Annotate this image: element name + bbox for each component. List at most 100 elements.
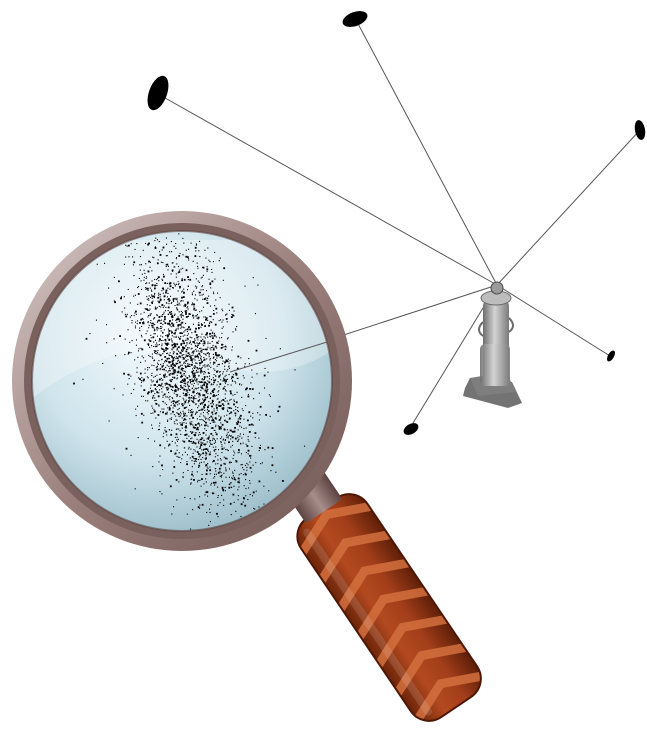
speckle bbox=[162, 391, 163, 392]
speckle bbox=[153, 409, 154, 410]
speckle bbox=[125, 245, 126, 246]
speckle bbox=[184, 279, 186, 281]
speckle bbox=[176, 337, 177, 338]
speckle bbox=[243, 469, 244, 470]
speckle bbox=[192, 352, 193, 353]
speckle bbox=[230, 412, 232, 414]
speckle bbox=[82, 379, 83, 380]
speckle bbox=[187, 338, 188, 339]
speckle bbox=[188, 327, 189, 328]
speckle bbox=[197, 263, 198, 264]
speckle bbox=[209, 417, 210, 418]
speckle bbox=[192, 355, 193, 356]
speckle bbox=[199, 256, 200, 257]
speckle bbox=[141, 280, 142, 281]
device-column-lower bbox=[480, 344, 510, 386]
speckle bbox=[159, 429, 160, 430]
speckle bbox=[155, 247, 157, 249]
speckle bbox=[160, 354, 162, 356]
speckle bbox=[218, 376, 219, 377]
speckle bbox=[253, 508, 254, 509]
speckle bbox=[161, 330, 162, 331]
speckle bbox=[207, 463, 208, 464]
speckle bbox=[172, 287, 173, 288]
speckle bbox=[162, 367, 163, 368]
speckle bbox=[210, 287, 211, 288]
speckle bbox=[219, 320, 220, 321]
speckle bbox=[165, 396, 166, 397]
speckle bbox=[193, 358, 194, 359]
speckle bbox=[209, 440, 210, 441]
speckle bbox=[212, 418, 213, 419]
speckle bbox=[173, 466, 175, 468]
speckle bbox=[148, 300, 149, 301]
speckle bbox=[221, 337, 222, 338]
speckle bbox=[202, 385, 203, 386]
speckle bbox=[151, 291, 152, 292]
speckle bbox=[177, 387, 178, 388]
speckle bbox=[204, 359, 206, 361]
speckle bbox=[243, 443, 244, 444]
speckle bbox=[224, 443, 225, 444]
speckle bbox=[190, 431, 191, 432]
speckle bbox=[210, 348, 211, 349]
speckle bbox=[195, 451, 196, 452]
speckle bbox=[158, 461, 159, 462]
speckle bbox=[127, 374, 128, 375]
speckle bbox=[193, 370, 194, 371]
speckle bbox=[185, 389, 186, 390]
speckle bbox=[244, 485, 245, 486]
speckle bbox=[183, 243, 184, 244]
speckle bbox=[245, 479, 246, 480]
speckle bbox=[192, 351, 193, 352]
speckle bbox=[154, 397, 155, 398]
speckle bbox=[134, 383, 135, 384]
speckle bbox=[202, 382, 203, 383]
speckle bbox=[213, 364, 214, 365]
speckle bbox=[232, 472, 233, 473]
speckle bbox=[263, 504, 264, 505]
speckle bbox=[161, 383, 162, 384]
speckle bbox=[198, 281, 199, 282]
speckle bbox=[184, 497, 185, 498]
speckle bbox=[181, 326, 182, 327]
speckle bbox=[176, 378, 177, 379]
speckle bbox=[248, 439, 249, 440]
speckle bbox=[197, 347, 198, 348]
speckle bbox=[221, 475, 222, 476]
speckle bbox=[208, 405, 209, 406]
speckle bbox=[203, 420, 204, 421]
speckle bbox=[209, 261, 210, 262]
speckle bbox=[215, 471, 216, 472]
speckle bbox=[151, 380, 152, 381]
speckle bbox=[202, 504, 204, 506]
speckle bbox=[190, 342, 191, 343]
speckle bbox=[191, 332, 192, 333]
speckle bbox=[208, 381, 210, 383]
speckle bbox=[148, 438, 149, 439]
speckle bbox=[151, 296, 152, 297]
speckle bbox=[184, 304, 186, 306]
speckle bbox=[231, 487, 232, 488]
speckle bbox=[196, 244, 197, 245]
speckle bbox=[245, 465, 246, 466]
speckle bbox=[221, 428, 222, 429]
speckle bbox=[166, 361, 167, 362]
speckle bbox=[195, 377, 196, 378]
speckle bbox=[183, 411, 184, 412]
speckle bbox=[152, 336, 154, 338]
speckle bbox=[207, 320, 208, 321]
speckle bbox=[211, 483, 212, 484]
speckle bbox=[163, 369, 165, 371]
speckle bbox=[165, 403, 166, 404]
speckle bbox=[178, 233, 179, 234]
speckle bbox=[185, 312, 187, 314]
speckle bbox=[223, 267, 225, 269]
speckle bbox=[176, 263, 177, 264]
speckle bbox=[162, 348, 164, 350]
speckle bbox=[198, 405, 199, 406]
speckle bbox=[178, 255, 180, 257]
speckle bbox=[150, 314, 151, 315]
speckle bbox=[159, 316, 161, 318]
speckle bbox=[168, 339, 170, 341]
